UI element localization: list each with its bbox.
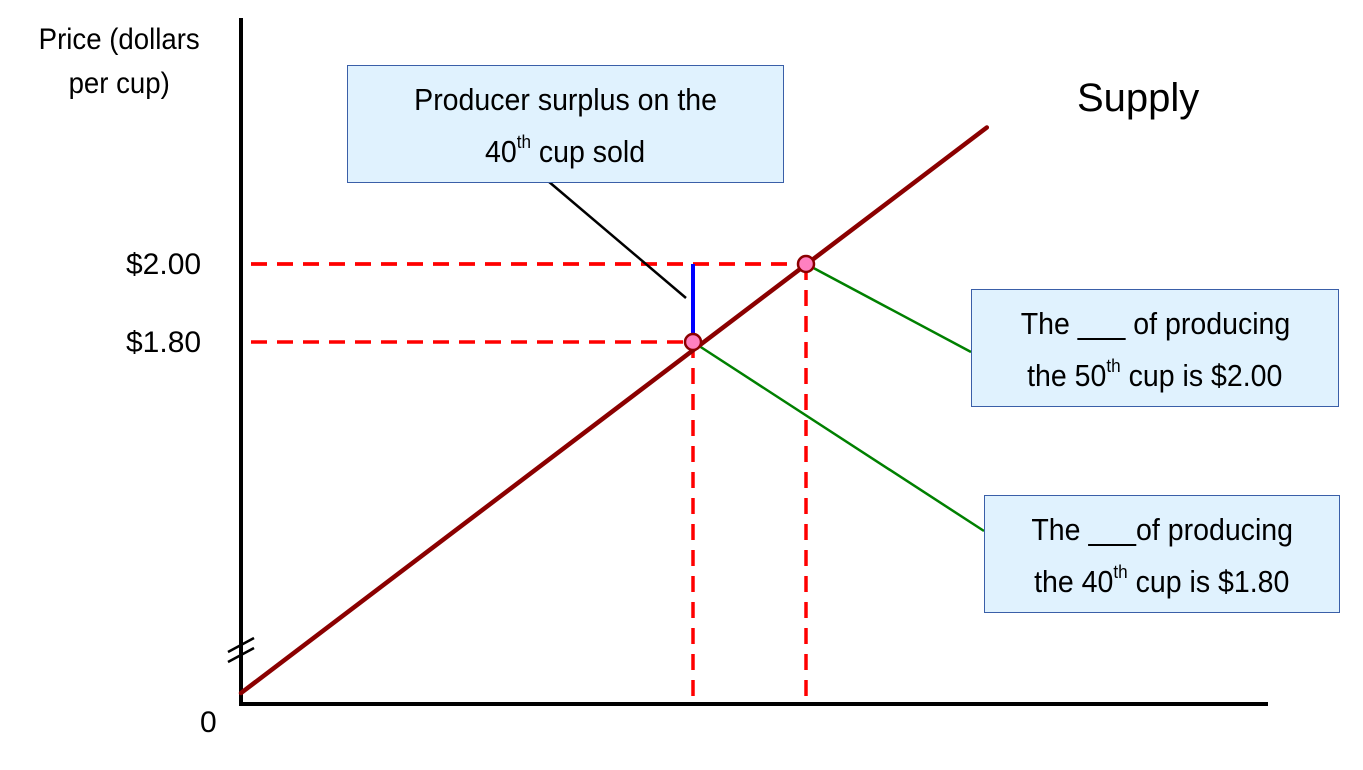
callout-cup40-rest: cup is $1.80 [1127,564,1290,599]
leader-cost-40th-cup [692,340,985,533]
axis-break-mark-2 [227,646,255,664]
y-axis-label-line1: Price (dollars [38,23,200,56]
supply-curve-line [238,125,990,696]
supply-point-40th-cup [683,332,703,352]
guide-lines [251,262,808,700]
origin-label: 0 [200,706,217,739]
callout-cup40-sup: th [1113,560,1128,582]
callout-cup50-sup: th [1106,354,1121,376]
axes [227,18,1268,706]
leader-surplus-callout [547,180,687,299]
cost-40th-cup-callout: The ___of producing the 40th cup is $1.8… [984,495,1340,613]
callout-surplus-line1: Producer surplus on the [414,82,717,117]
callout-cup40-pre: the 40 [1034,564,1114,599]
callout-surplus-sup: th [517,130,532,152]
producer-surplus-callout: Producer surplus on the 40th cup sold [347,65,784,183]
callout-surplus-rest: cup sold [531,134,646,169]
callout-cup50-pre: the 50 [1027,358,1107,393]
axis-break-mark-1 [227,636,255,654]
y-axis-label-line2: per cup) [68,67,170,100]
y-tick-label-1-80: $1.80 [126,326,202,359]
leader-cost-50th-cup [805,262,972,354]
y-tick-label-2-00: $2.00 [126,248,202,281]
callout-cup50-line1: The ___ of producing [1020,306,1290,341]
supply-curve-label: Supply [1077,76,1200,120]
y-axis-label: Price (dollars per cup) [18,18,220,106]
callout-cup40-line1: The ___of producing [1031,512,1293,547]
callout-cup50-rest: cup is $2.00 [1120,358,1283,393]
callout-leaders [547,180,985,533]
highlight-points [683,254,816,352]
callout-surplus-num: 40 [485,134,518,169]
series-layer [238,125,990,696]
supply-point-50th-cup [796,254,816,274]
cost-50th-cup-callout: The ___ of producing the 50th cup is $2.… [971,289,1339,407]
